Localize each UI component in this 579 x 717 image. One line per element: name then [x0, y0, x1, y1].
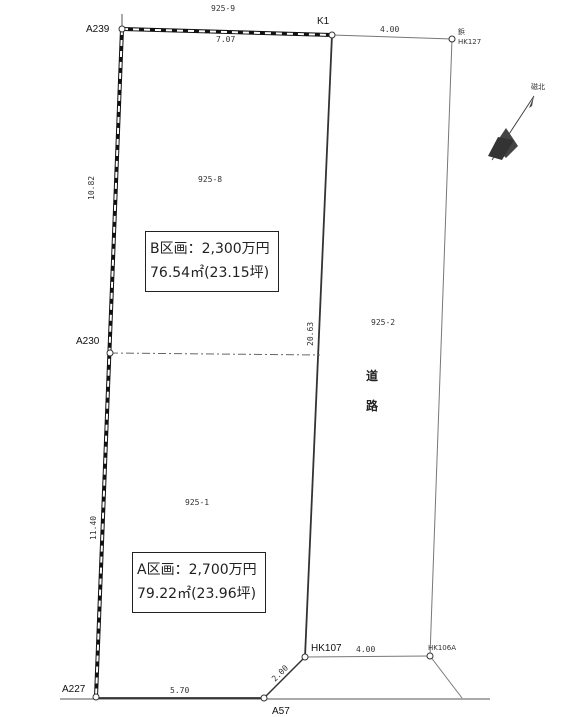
left-boundary-dash	[95, 28, 123, 698]
parcel-b-area: 76.54㎡(23.15坪)	[150, 265, 270, 281]
point-hk106a-marker	[426, 652, 434, 660]
point-a227-marker	[92, 693, 100, 701]
dim-road-top: 4.00	[380, 25, 399, 34]
dim-road-bottom: 4.00	[356, 645, 375, 654]
point-hk127-marker	[448, 35, 456, 43]
point-a239-marker	[118, 25, 126, 33]
north-label: 磁北	[531, 82, 545, 91]
point-a227-label: A227	[62, 684, 86, 695]
parcel-b-title: B区画：2,300万円	[150, 241, 270, 257]
dim-left-upper: 10.82	[87, 176, 96, 200]
parcel-a-title: A区画：2,700万円	[137, 562, 257, 578]
lot-lower-label: 925-1	[185, 498, 209, 507]
lot-road-label: 925-2	[371, 318, 395, 327]
corner-cut-line	[263, 656, 306, 699]
point-hk107-label: HK107	[311, 643, 342, 654]
point-a230-marker	[106, 349, 114, 357]
road-top-line	[331, 34, 453, 40]
parcel-a-box: A区画：2,700万円 79.22㎡(23.96坪)	[132, 552, 266, 613]
lot-upper-label: 925-8	[198, 175, 222, 184]
dim-bottom-edge: 5.70	[170, 686, 189, 695]
point-hk127-label: HK127	[458, 38, 481, 46]
point-a57-marker	[260, 694, 268, 702]
road-char-1: 道	[366, 368, 378, 383]
point-hk106a-label: HK106A	[428, 644, 456, 652]
point-k1-marker	[328, 31, 336, 39]
parcel-divider	[109, 352, 321, 356]
road-splay-line	[429, 655, 463, 699]
top-boundary-dash	[121, 28, 333, 36]
point-a239-label: A239	[86, 24, 110, 35]
road-char-2: 路	[366, 398, 379, 413]
dim-top-edge: 7.07	[216, 35, 235, 44]
point-k1-label: K1	[317, 16, 330, 27]
north-compass-icon	[488, 95, 535, 161]
point-hk127-prefix: 鋲	[458, 27, 465, 36]
dim-left-lower: 11.40	[89, 516, 98, 540]
lot-right-boundary	[304, 34, 333, 658]
dim-right-edge: 20.63	[306, 322, 315, 346]
road-bottom-line	[304, 655, 431, 658]
point-a57-label: A57	[272, 706, 290, 717]
dim-corner-cut: 2.00	[270, 663, 290, 683]
point-a230-label: A230	[76, 336, 100, 347]
point-hk107-marker	[301, 653, 309, 661]
parcel-a-area: 79.22㎡(23.96坪)	[137, 586, 257, 602]
parcel-b-box: B区画：2,300万円 76.54㎡(23.15坪)	[145, 231, 279, 292]
lot-top-label: 925-9	[211, 4, 235, 13]
road-right-line	[429, 38, 453, 657]
